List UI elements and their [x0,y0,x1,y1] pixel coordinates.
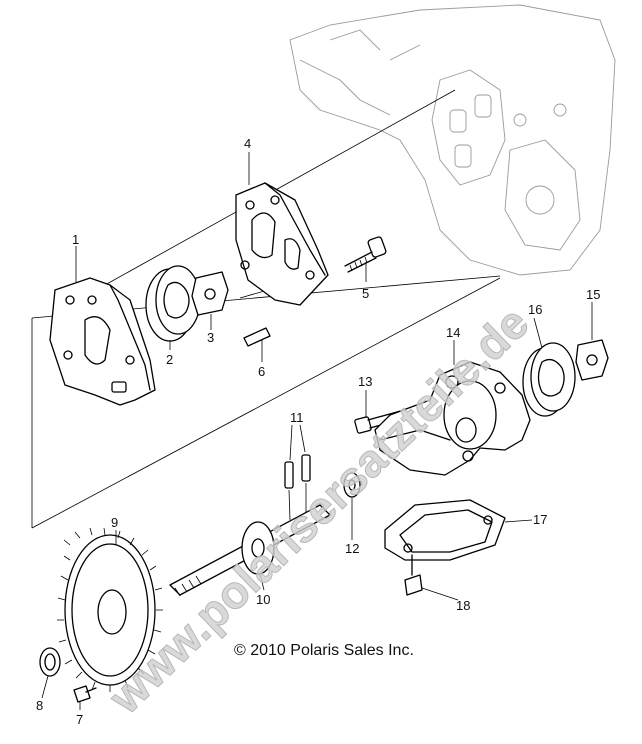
leader-lines [41,152,593,710]
pickup-screw [404,554,423,596]
callout-1: 1 [72,232,79,247]
drive-pins [284,424,311,521]
callout-8: 8 [36,698,43,713]
callout-6: 6 [258,364,265,379]
outer-rotor-second [522,342,576,417]
outer-rotor [145,265,201,342]
callout-15: 15 [586,287,600,302]
callout-4: 4 [244,136,251,151]
cover-bolt [344,236,387,273]
gear-nut [73,685,97,703]
callout-16: 16 [528,302,542,317]
pump-cover [235,182,329,306]
callout-5: 5 [362,286,369,301]
thrust-washer [343,472,361,498]
inner-rotor [191,271,229,316]
pickup-gasket [384,499,506,561]
copyright-notice: © 2010 Polaris Sales Inc. [234,642,414,659]
gear-washer [39,647,61,677]
callout-17: 17 [533,512,547,527]
callout-2: 2 [166,352,173,367]
callout-11: 11 [290,410,304,425]
pump-body-plate [49,277,156,406]
dowel-pin [243,327,271,362]
engine-housing-outline [289,4,616,276]
callout-9: 9 [111,515,118,530]
callout-labels: 1 2 3 4 5 6 7 8 9 10 11 12 13 14 15 16 1… [36,136,600,727]
drive-gear [57,527,163,692]
callout-13: 13 [358,374,372,389]
callout-3: 3 [207,330,214,345]
callout-7: 7 [76,712,83,727]
oil-pickup-housing [374,361,531,476]
inner-rotor-second [575,339,609,381]
callout-18: 18 [456,598,470,613]
callout-14: 14 [446,325,460,340]
pump-shaft [169,504,331,597]
callout-10: 10 [256,592,270,607]
callout-12: 12 [345,541,359,556]
